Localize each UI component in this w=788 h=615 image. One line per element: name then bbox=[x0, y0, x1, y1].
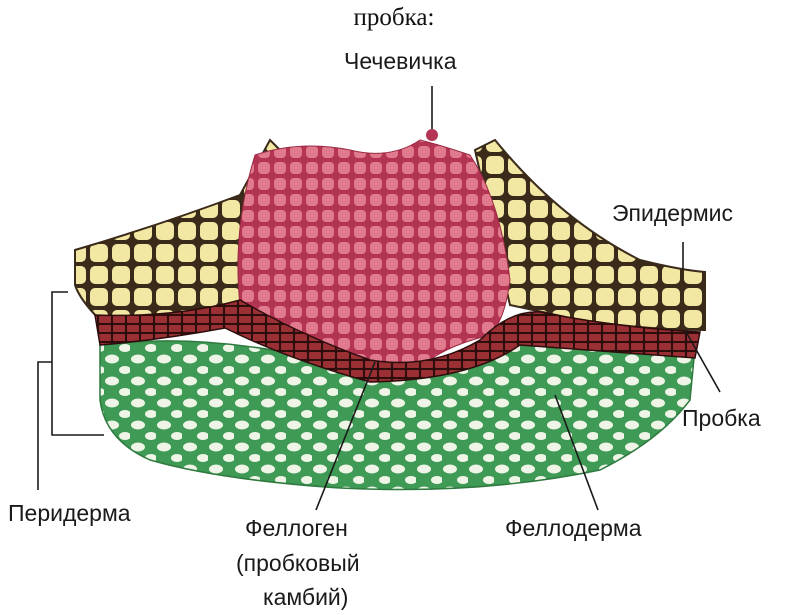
label-phellogen-line1: Феллоген bbox=[245, 515, 348, 542]
label-phellogen-line3: камбий) bbox=[263, 584, 348, 611]
label-phellogen-line2: (пробковый bbox=[236, 550, 360, 577]
periderm-bracket-inner bbox=[38, 362, 52, 490]
label-epidermis: Эпидермис bbox=[612, 200, 733, 227]
label-cork: Пробка bbox=[682, 405, 761, 432]
epidermis-right bbox=[475, 140, 705, 330]
lenticel-tip bbox=[426, 129, 438, 141]
label-lenticel: Чечевичка bbox=[344, 48, 457, 75]
label-periderm: Перидерма bbox=[8, 500, 131, 527]
label-phelloderm: Феллодерма bbox=[505, 515, 642, 542]
